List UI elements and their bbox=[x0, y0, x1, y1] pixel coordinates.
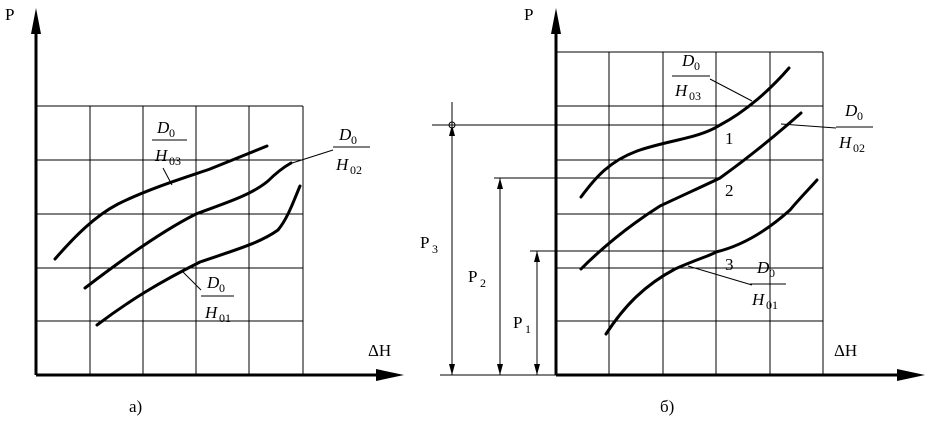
panel-a-curve-h01 bbox=[95, 184, 302, 327]
panel-b-curve-1 bbox=[579, 66, 791, 199]
panel-b-y-label: P bbox=[524, 5, 533, 24]
panel-b-caption: б) bbox=[660, 397, 674, 416]
svg-text:02: 02 bbox=[853, 141, 865, 155]
svg-text:H: H bbox=[204, 303, 219, 322]
panel-b-label-p1: P 1 bbox=[513, 313, 531, 336]
svg-text:0: 0 bbox=[351, 133, 357, 147]
panel-b-curve-number-3: 3 bbox=[725, 255, 734, 274]
panel-a-caption: а) bbox=[129, 397, 142, 416]
svg-text:H: H bbox=[335, 155, 350, 174]
panel-a-x-label: ΔH bbox=[368, 341, 391, 360]
panel-a-label-h02: D 0 H 02 bbox=[333, 125, 370, 177]
panel-b: P ΔH б) P 3 P 2 P 1 bbox=[420, 5, 925, 416]
panel-a-curve-h03 bbox=[53, 144, 269, 261]
svg-text:3: 3 bbox=[432, 242, 438, 256]
svg-text:03: 03 bbox=[169, 154, 181, 168]
panel-b-y-arrow bbox=[551, 8, 561, 34]
panel-a-curve-h02 bbox=[83, 161, 293, 290]
panel-a-leader-h01 bbox=[182, 271, 202, 291]
panel-a-leader-h02 bbox=[285, 149, 334, 166]
panel-b-label-h01: D 0 H 01 bbox=[750, 258, 786, 312]
svg-text:01: 01 bbox=[766, 298, 778, 312]
panel-b-curve-2 bbox=[579, 111, 803, 271]
svg-text:D: D bbox=[338, 125, 352, 144]
panel-b-leader-h02 bbox=[780, 123, 837, 129]
panel-b-label-h03: D 0 H 03 bbox=[672, 51, 710, 103]
panel-a-y-arrow bbox=[31, 8, 41, 34]
panel-a-label-h01: D 0 H 01 bbox=[201, 273, 234, 325]
panel-b-leader-h01 bbox=[687, 265, 753, 286]
svg-text:1: 1 bbox=[525, 322, 531, 336]
panel-b-grid bbox=[556, 51, 824, 375]
panel-b-curve-number-1: 1 bbox=[725, 129, 734, 148]
panel-b-label-p3: P 3 bbox=[420, 233, 438, 256]
panel-b-leader-h03 bbox=[709, 78, 753, 102]
panel-b-x-label: ΔH bbox=[834, 341, 857, 360]
svg-text:H: H bbox=[751, 290, 766, 309]
svg-text:03: 03 bbox=[689, 89, 701, 103]
svg-text:0: 0 bbox=[769, 266, 775, 280]
panel-b-curve-3 bbox=[604, 178, 819, 336]
svg-text:2: 2 bbox=[480, 276, 486, 290]
svg-text:P: P bbox=[468, 267, 477, 286]
svg-text:P: P bbox=[513, 313, 522, 332]
svg-text:H: H bbox=[154, 146, 169, 165]
panel-a-label-h03: D 0 H 03 bbox=[152, 118, 187, 168]
svg-text:0: 0 bbox=[169, 126, 175, 140]
panel-a: P ΔH а) D 0 H 03 D 0 H 02 D 0 bbox=[5, 5, 404, 416]
svg-text:02: 02 bbox=[350, 163, 362, 177]
svg-text:D: D bbox=[681, 51, 695, 70]
panel-b-label-h02: D 0 H 02 bbox=[836, 101, 873, 155]
svg-text:D: D bbox=[756, 258, 770, 277]
svg-text:0: 0 bbox=[219, 281, 225, 295]
panel-b-x-arrow bbox=[897, 369, 925, 381]
svg-text:H: H bbox=[674, 81, 689, 100]
panel-a-x-arrow bbox=[376, 369, 404, 381]
panel-b-curve-number-2: 2 bbox=[725, 181, 734, 200]
svg-text:01: 01 bbox=[219, 311, 231, 325]
panel-b-label-p2: P 2 bbox=[468, 267, 486, 290]
svg-text:H: H bbox=[838, 133, 853, 152]
svg-text:0: 0 bbox=[857, 109, 863, 123]
svg-text:D: D bbox=[206, 273, 220, 292]
svg-text:D: D bbox=[156, 118, 170, 137]
svg-text:D: D bbox=[844, 101, 858, 120]
panel-a-y-label: P bbox=[5, 5, 14, 24]
svg-text:0: 0 bbox=[694, 59, 700, 73]
svg-text:P: P bbox=[420, 233, 429, 252]
panel-a-leader-h03 bbox=[162, 167, 173, 186]
panel-a-grid bbox=[36, 105, 304, 375]
